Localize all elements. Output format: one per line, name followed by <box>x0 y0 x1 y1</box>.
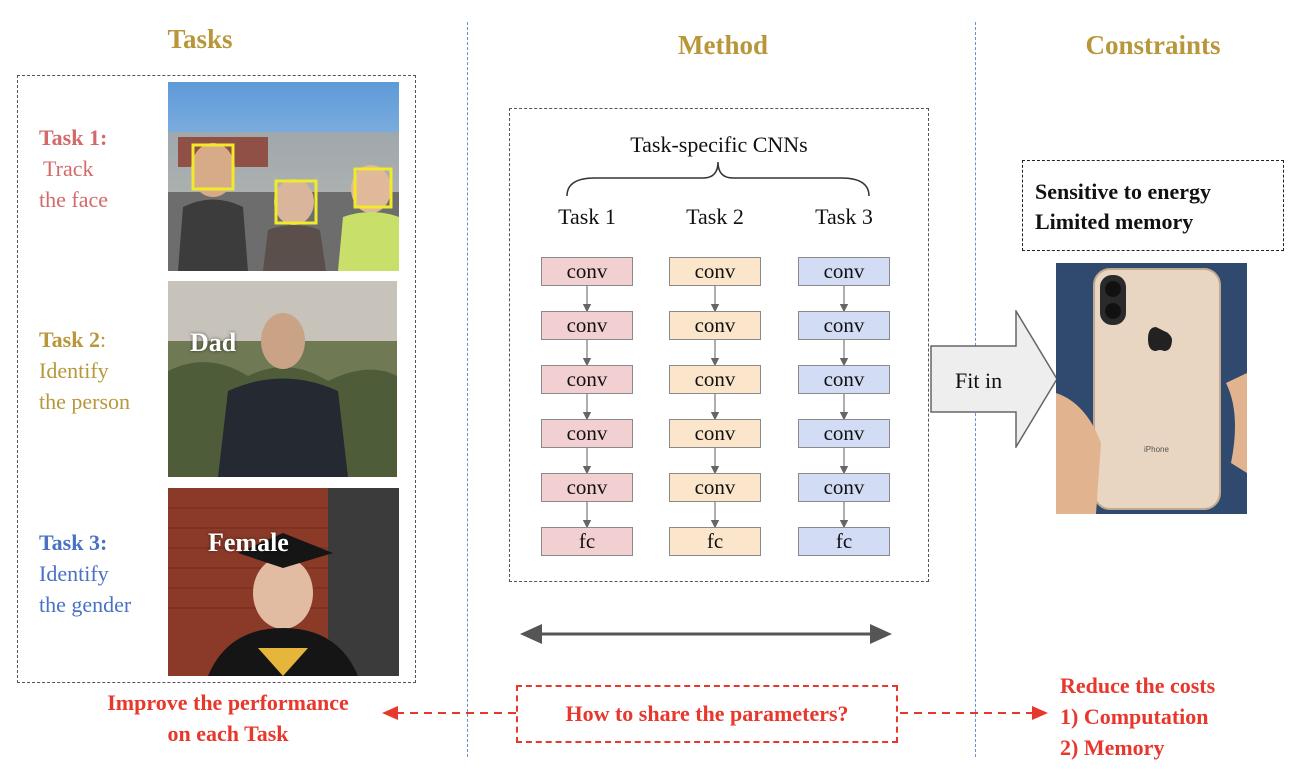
column-head-task3: Task 3 <box>815 204 873 229</box>
task-specific-cnns-label: Task-specific CNNs <box>630 132 808 157</box>
task3-label: Task 3: Identify the gender <box>39 530 132 617</box>
phone-brand-text: iPhone <box>1144 445 1169 454</box>
task1-layer-6: fc <box>541 527 633 556</box>
share-parameters-box <box>516 685 898 743</box>
task3-layer-3: conv <box>798 365 890 394</box>
task3-layer-4: conv <box>798 419 890 448</box>
method-heading: Method <box>678 30 768 60</box>
person-identification-photo: Dad <box>168 281 397 477</box>
layer-arrows <box>582 286 849 529</box>
column-head-task1: Task 1 <box>558 204 616 229</box>
method-panel <box>509 108 929 582</box>
task1-layer-3: conv <box>541 365 633 394</box>
reduce-costs-text: Reduce the costs 1) Computation 2) Memor… <box>1060 673 1216 760</box>
task2-layer-5: conv <box>669 473 761 502</box>
tasks-panel <box>17 75 416 683</box>
constraints-text: Sensitive to energy Limited memory <box>1035 179 1211 234</box>
task2-layer-2: conv <box>669 311 761 340</box>
right-red-arrow <box>900 706 1048 720</box>
gender-identification-photo: Female <box>168 488 399 676</box>
tasks-heading: Tasks <box>167 24 233 54</box>
task2-layer-4: conv <box>669 419 761 448</box>
fit-in-label: Fit in <box>955 368 1003 393</box>
column-head-task2: Task 2 <box>686 204 744 229</box>
phone-photo: iPhone <box>1056 263 1247 514</box>
task1-layer-1: conv <box>541 257 633 286</box>
double-arrow <box>520 624 892 644</box>
dad-caption: Dad <box>190 328 237 357</box>
divider-left <box>467 22 468 757</box>
left-red-arrow <box>382 706 516 720</box>
improve-performance-text: Improve the performance on each Task <box>107 690 349 746</box>
task2-layer-3: conv <box>669 365 761 394</box>
constraints-box <box>1022 160 1284 251</box>
task2-label: Task 2: Identify the person <box>39 327 131 414</box>
female-caption: Female <box>208 528 289 557</box>
fit-in-arrow <box>930 310 1058 448</box>
constraints-heading: Constraints <box>1085 30 1221 60</box>
task3-layer-2: conv <box>798 311 890 340</box>
task1-layer-5: conv <box>541 473 633 502</box>
group-brace <box>566 161 870 197</box>
task3-layer-6: fc <box>798 527 890 556</box>
task3-layer-1: conv <box>798 257 890 286</box>
task2-layer-1: conv <box>669 257 761 286</box>
task2-layer-6: fc <box>669 527 761 556</box>
face-tracking-photo <box>168 82 399 271</box>
task1-label: Task 1: Track the face <box>39 125 108 212</box>
task1-layer-4: conv <box>541 419 633 448</box>
task1-layer-2: conv <box>541 311 633 340</box>
share-parameters-text: How to share the parameters? <box>565 701 849 726</box>
task3-layer-5: conv <box>798 473 890 502</box>
